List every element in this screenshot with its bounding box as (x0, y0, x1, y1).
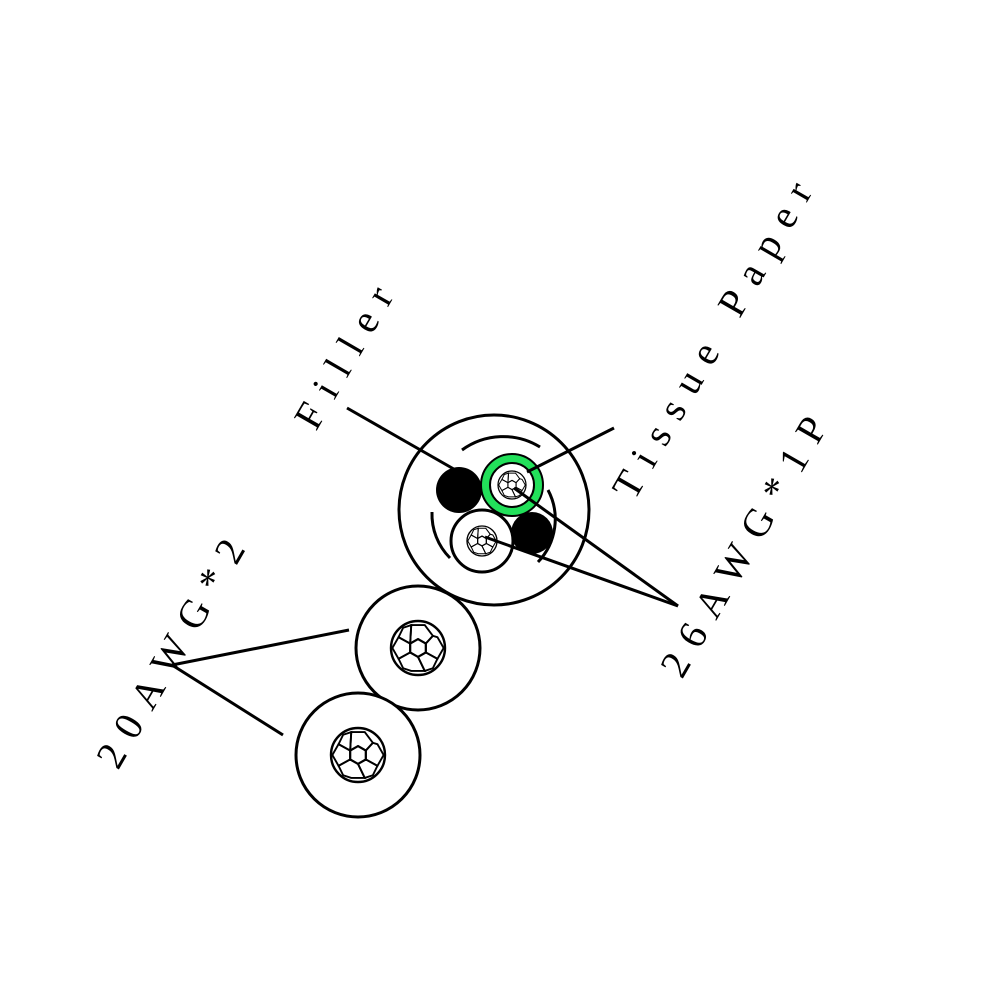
filler-left (436, 467, 482, 513)
label-filler: Filler (285, 266, 409, 436)
pair-wire-2-insulation (449, 508, 515, 574)
power-wire-2 (294, 691, 422, 819)
pair-leader-line-2 (484, 535, 679, 608)
power-wire-1 (354, 584, 482, 712)
signal-pair-bundle (397, 413, 591, 607)
pair-wire-1-insulation-highlight (481, 454, 543, 516)
power-wire-1-insulation (354, 584, 482, 712)
tissue-paper-wrap-right (536, 489, 557, 564)
tissue-paper-wrap (461, 435, 541, 452)
filler-leader-line (346, 406, 460, 474)
tissue-paper-leader-line (526, 426, 615, 474)
bundle-outer-jacket (397, 413, 591, 607)
tissue-paper-wrap-left (430, 511, 452, 560)
filler-right (511, 512, 553, 554)
pair-leader-line-1 (513, 486, 679, 608)
power-leader-line-2 (171, 663, 284, 737)
pair-wire-1-insulation-inner-edge (489, 462, 535, 508)
power-leader-line-1 (171, 628, 350, 667)
power-wire-2-insulation (294, 691, 422, 819)
pair-wire-1-insulation-edge (480, 453, 544, 517)
leader-lines (171, 406, 679, 737)
label-20awg-2: 20AWG*2 (87, 519, 261, 776)
